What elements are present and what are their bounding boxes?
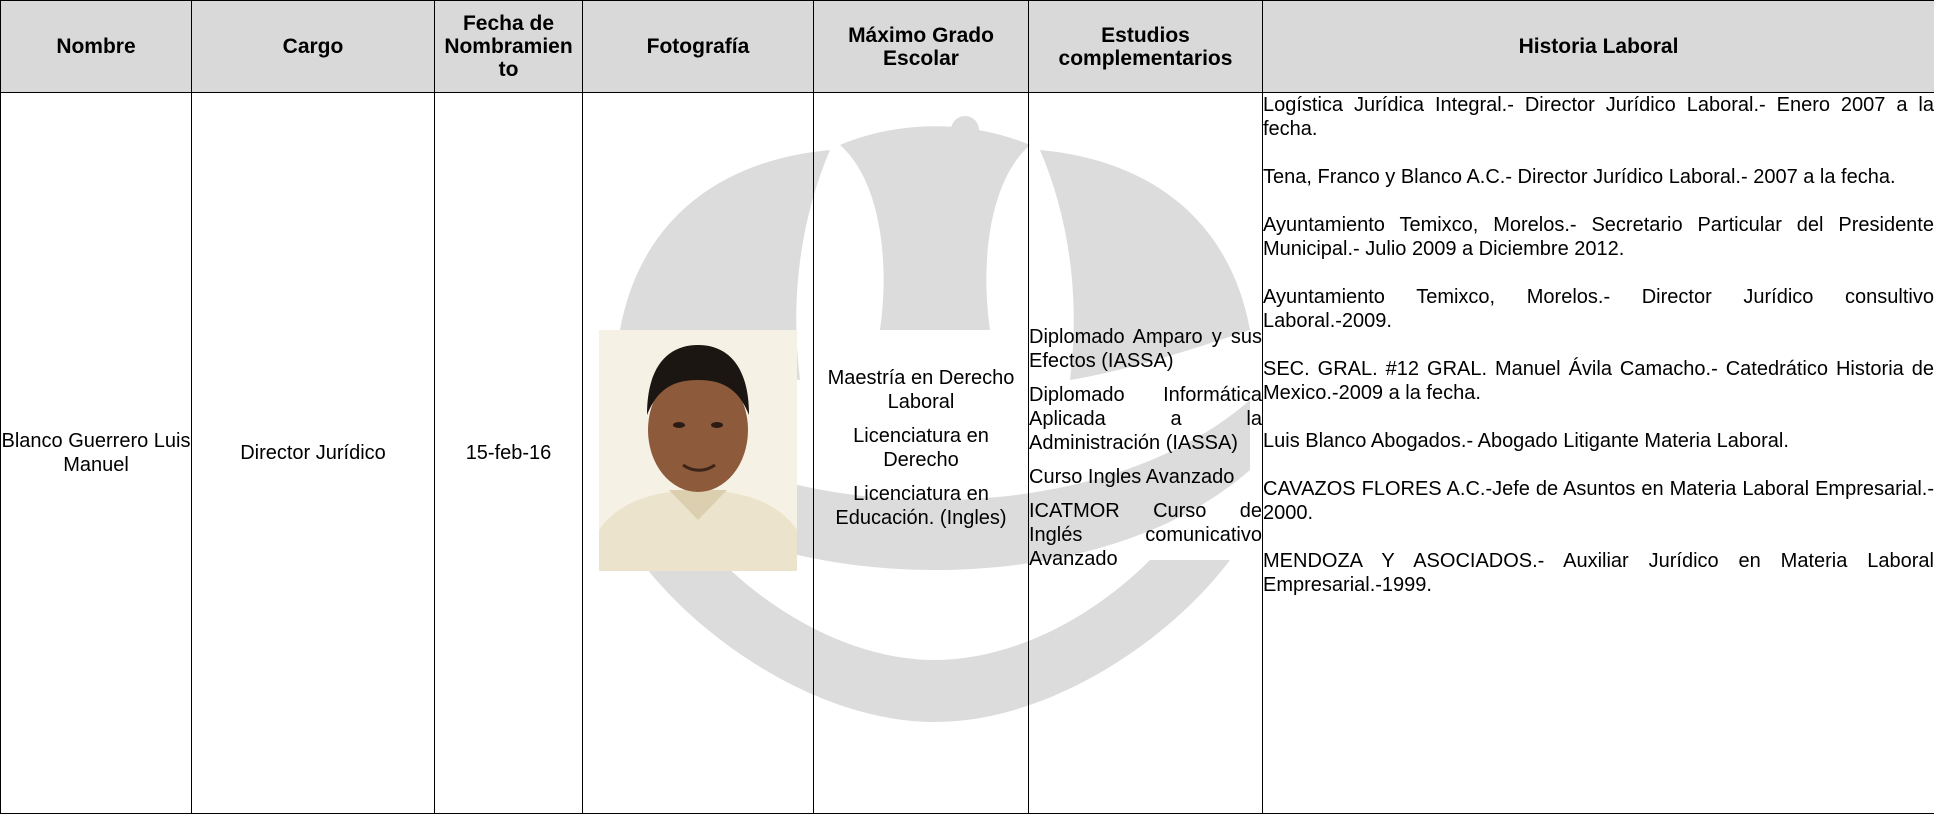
estudio-item: Diplomado Informática Aplicada a la Admi… [1029, 383, 1262, 455]
cell-nombre: Blanco Guerrero Luis Manuel [1, 93, 192, 814]
cell-fecha: 15-feb-16 [435, 93, 583, 814]
header-row: Nombre Cargo Fecha de Nombramien to Foto… [1, 1, 1934, 93]
historia-item: Luis Blanco Abogados.- Abogado Litigante… [1263, 429, 1934, 453]
header-grado: Máximo Grado Escolar [814, 1, 1029, 93]
header-historia: Historia Laboral [1263, 1, 1934, 93]
historia-item: Ayuntamiento Temixco, Morelos.- Secretar… [1263, 213, 1934, 261]
header-cargo: Cargo [192, 1, 435, 93]
cell-fotografia [583, 93, 814, 814]
historia-item: Tena, Franco y Blanco A.C.- Director Jur… [1263, 165, 1934, 189]
cell-cargo: Director Jurídico [192, 93, 435, 814]
historia-item: MENDOZA Y ASOCIADOS.- Auxiliar Jurídico … [1263, 549, 1934, 597]
grado-item: Licenciatura en Derecho [814, 424, 1028, 472]
historia-item: CAVAZOS FLORES A.C.-Jefe de Asuntos en M… [1263, 477, 1934, 525]
cell-estudios: Diplomado Amparo y sus Efectos (IASSA) D… [1029, 93, 1263, 814]
header-fotografia: Fotografía [583, 1, 814, 93]
cell-grado: Maestría en Derecho Laboral Licenciatura… [814, 93, 1029, 814]
historia-item: SEC. GRAL. #12 GRAL. Manuel Ávila Camach… [1263, 357, 1934, 405]
header-estudios: Estudios complementarios [1029, 1, 1263, 93]
cell-historia: Logística Jurídica Integral.- Director J… [1263, 93, 1934, 814]
table-row: Blanco Guerrero Luis Manuel Director Jur… [1, 93, 1934, 814]
grado-item: Maestría en Derecho Laboral [814, 366, 1028, 414]
estudio-item: ICATMOR Curso de Inglés comunicativo Ava… [1029, 499, 1262, 571]
estudio-item: Curso Ingles Avanzado [1029, 465, 1262, 489]
grado-item: Licenciatura en Educación. (Ingles) [814, 482, 1028, 530]
header-fecha: Fecha de Nombramien to [435, 1, 583, 93]
historia-item: Logística Jurídica Integral.- Director J… [1263, 93, 1934, 141]
estudio-item: Diplomado Amparo y sus Efectos (IASSA) [1029, 325, 1262, 373]
portrait-photo [599, 330, 797, 571]
historia-item: Ayuntamiento Temixco, Morelos.- Director… [1263, 285, 1934, 333]
header-nombre: Nombre [1, 1, 192, 93]
